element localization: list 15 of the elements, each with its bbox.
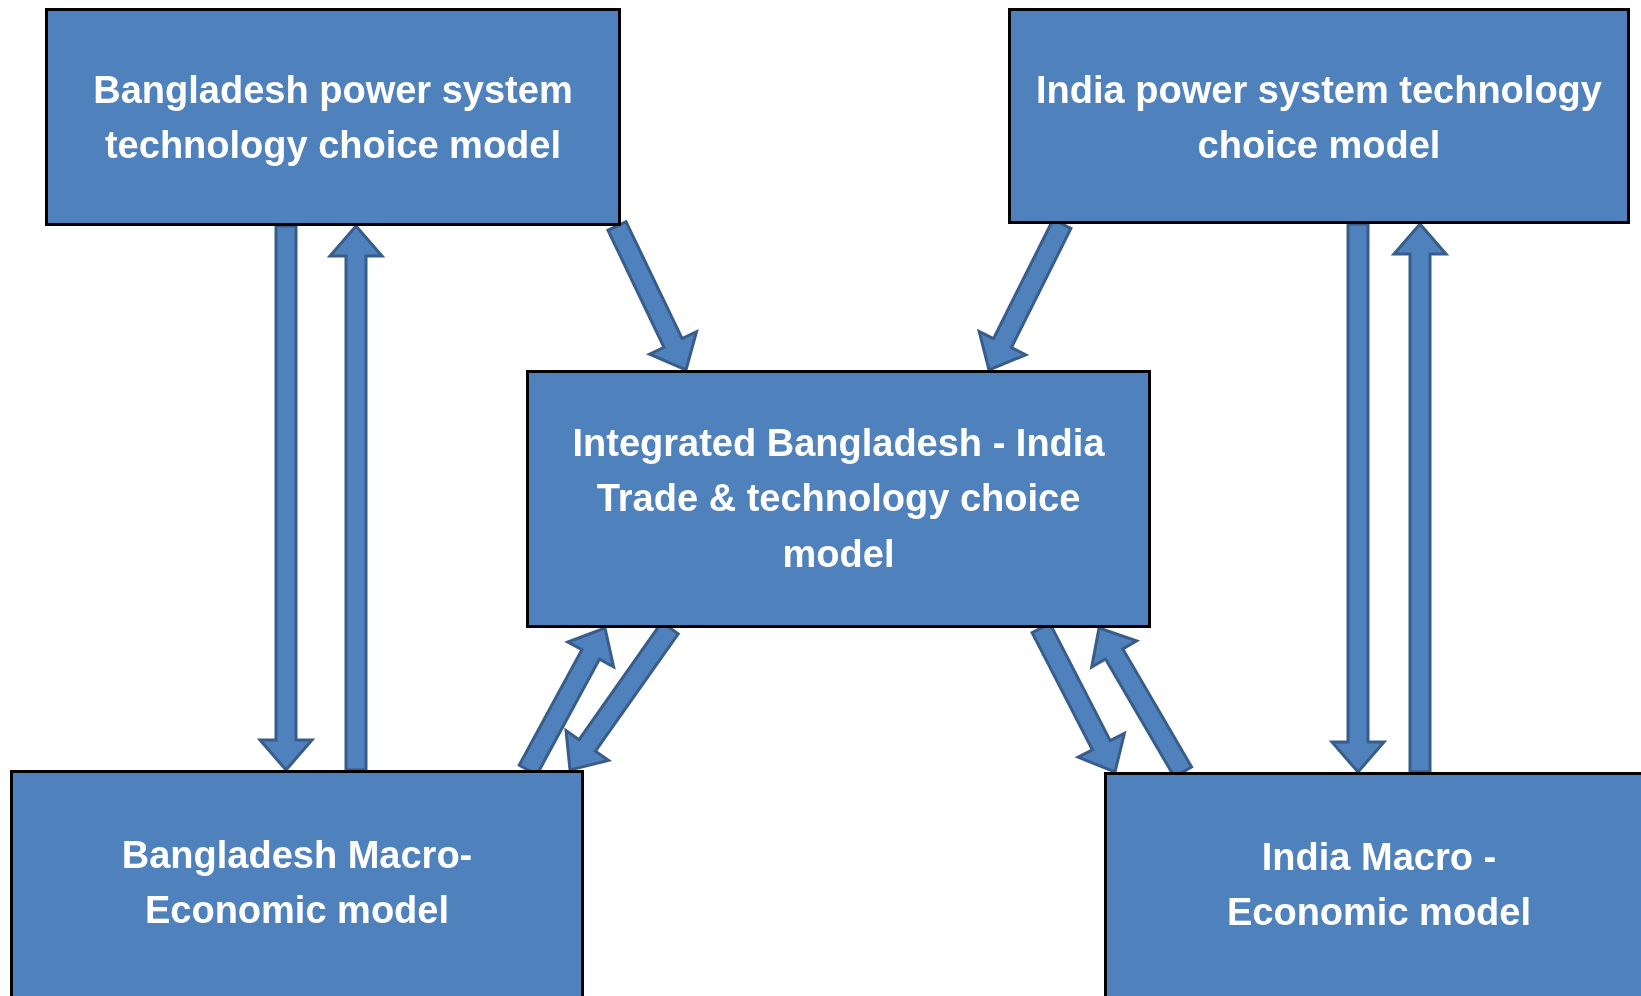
- model-label: India Macro - Economic model: [1225, 834, 1533, 935]
- model-box: [10, 770, 584, 996]
- model-box: [1104, 772, 1641, 996]
- model-label: Integrated Bangladesh - India Trade & technology choice model: [571, 421, 1106, 577]
- model-box: [526, 370, 1151, 628]
- block-arrow: [326, 223, 386, 772]
- model-label: India power system technology choice model: [1035, 68, 1603, 169]
- block-arrow: [606, 219, 699, 373]
- block-arrow: [1390, 221, 1450, 774]
- model-label: Bangladesh Macro-Economic model: [120, 832, 474, 933]
- block-arrow: [256, 224, 316, 773]
- model-box: [45, 8, 621, 226]
- model-label: Bangladesh power system technology choice model: [92, 68, 574, 169]
- model-box: [1008, 8, 1630, 224]
- block-arrow: [1328, 222, 1388, 775]
